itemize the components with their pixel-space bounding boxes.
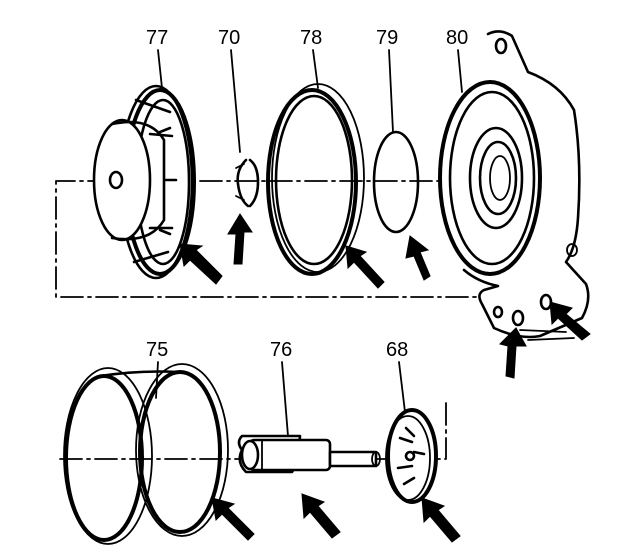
part-79-disc bbox=[372, 130, 420, 234]
arrow-76 bbox=[301, 493, 341, 539]
callout-79: 79 bbox=[376, 27, 398, 49]
part-76-shaft bbox=[237, 434, 381, 474]
arrow-77 bbox=[179, 243, 223, 285]
arrow-75 bbox=[211, 497, 255, 541]
arrow-79 bbox=[405, 235, 431, 281]
callout-78: 78 bbox=[300, 27, 322, 49]
part-80-housing bbox=[438, 30, 590, 341]
arrow-68 bbox=[421, 497, 461, 543]
arrow-80b bbox=[549, 301, 591, 341]
arrow-80a bbox=[499, 327, 527, 379]
arrow-78 bbox=[345, 245, 385, 289]
callout-76: 76 bbox=[270, 339, 292, 361]
callout-70: 70 bbox=[218, 27, 240, 49]
part-75-rings bbox=[63, 363, 229, 545]
callout-75: 75 bbox=[146, 339, 168, 361]
indicator-arrows bbox=[179, 213, 591, 543]
part-68-rotor bbox=[385, 408, 438, 504]
callout-68: 68 bbox=[386, 339, 408, 361]
arrow-70 bbox=[227, 213, 253, 265]
leader-lines bbox=[155, 49, 463, 437]
callout-80: 80 bbox=[446, 27, 468, 49]
part-78-seal-ring bbox=[266, 83, 365, 276]
part-70-snap-ring bbox=[235, 158, 260, 208]
part-77-cover bbox=[92, 84, 196, 280]
callout-77: 77 bbox=[146, 27, 168, 49]
